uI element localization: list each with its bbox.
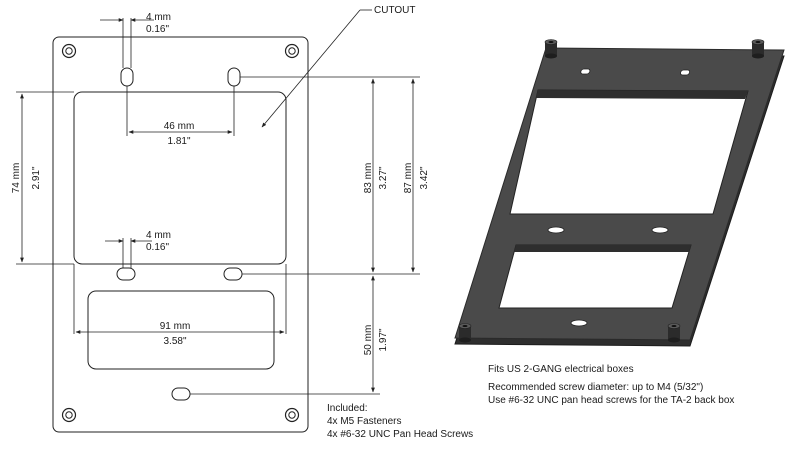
dim-left-in: 2.91"	[31, 166, 42, 189]
screw-usage-note: Use #6-32 UNC pan head screws for the TA…	[488, 395, 734, 406]
included-item: 4x #6-32 UNC Pan Head Screws	[327, 429, 473, 440]
isometric-view: Fits US 2-GANG electrical boxes Recommen…	[454, 39, 785, 406]
dim-bottom-mm: 4 mm	[146, 230, 171, 241]
dim-spacing-mm: 46 mm	[164, 121, 195, 132]
dim-50-mm: 50 mm	[363, 325, 374, 356]
upper-cutout	[73, 91, 287, 265]
fits-note: Fits US 2-GANG electrical boxes	[488, 364, 634, 375]
dim-cutout-mm: 91 mm	[160, 321, 191, 332]
standoffs	[458, 39, 765, 343]
upper-cutout-3d	[509, 89, 749, 215]
dim-cutout-in: 3.58"	[163, 336, 186, 347]
dim-top-in: 0.16"	[146, 24, 169, 35]
dim-spacing-in: 1.81"	[167, 136, 190, 147]
dim-50-in: 1.97"	[378, 328, 389, 351]
dim-top-mm: 4 mm	[146, 12, 171, 23]
mounting-holes	[61, 43, 300, 423]
dim-overall-vertical: 87 mm 3.42"	[403, 78, 430, 273]
included-notes: Included: 4x M5 Fasteners 4x #6-32 UNC P…	[327, 403, 473, 440]
dim-cutout-width: 91 mm 3.58"	[73, 264, 287, 347]
lower-cutout-3d	[498, 244, 692, 309]
dim-slot-spacing: 46 mm 1.81"	[126, 86, 235, 147]
dim-left-vertical: 74 mm 2.91"	[11, 91, 74, 265]
dim-bottom-in: 0.16"	[146, 242, 169, 253]
dim-slot-width-top: 4 mm 0.16"	[100, 12, 171, 68]
dim-lower-vertical: 50 mm 1.97"	[190, 275, 389, 395]
included-item: 4x M5 Fasteners	[327, 416, 401, 427]
dim-slot-vertical: 83 mm 3.27"	[240, 76, 420, 275]
cutout-label: CUTOUT	[374, 5, 415, 16]
dim-87-in: 3.42"	[419, 166, 430, 189]
slots-3d	[547, 68, 691, 327]
dim-83-mm: 83 mm	[363, 163, 374, 194]
dim-left-mm: 74 mm	[11, 163, 22, 194]
dim-slot-width-bottom: 4 mm 0.16"	[105, 230, 171, 268]
included-title: Included:	[327, 403, 368, 414]
dim-83-in: 3.27"	[378, 166, 389, 189]
slots	[116, 67, 243, 401]
lower-cutout	[87, 290, 275, 370]
screw-diameter-note: Recommended screw diameter: up to M4 (5/…	[488, 382, 703, 393]
cutout-callout: CUTOUT	[261, 5, 415, 128]
front-view: 4 mm 0.16" 46 mm 1.81" 4 mm 0.16" 91 mm	[11, 5, 473, 440]
dim-87-mm: 87 mm	[403, 163, 414, 194]
